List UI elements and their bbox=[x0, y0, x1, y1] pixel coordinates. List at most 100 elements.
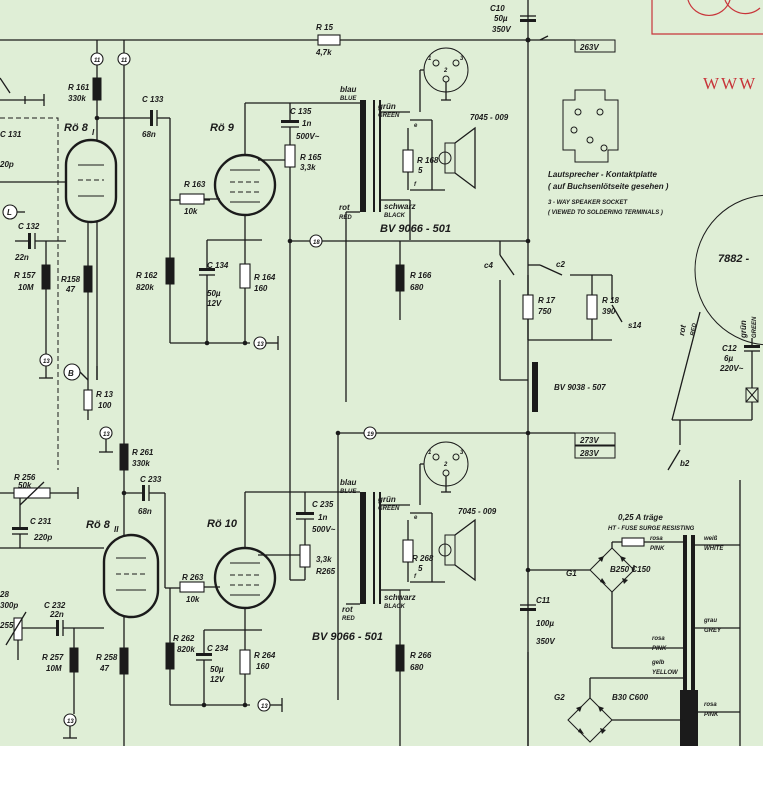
r161-resistor bbox=[92, 77, 102, 101]
svg-text:R 257: R 257 bbox=[42, 653, 64, 662]
svg-text:220V~: 220V~ bbox=[719, 364, 744, 373]
bridge-rectifier-g1 bbox=[589, 547, 635, 593]
tube-ro8-2 bbox=[102, 533, 160, 619]
schematic-diagram: WWW R 15 4,7k C10 50µ 350V 263V 11 11 R … bbox=[0, 0, 763, 746]
svg-text:28: 28 bbox=[0, 590, 9, 599]
supply-rail bbox=[0, 0, 575, 746]
speaker-socket-contact-plate bbox=[562, 89, 619, 163]
r158-resistor bbox=[83, 265, 93, 293]
svg-text:BLACK: BLACK bbox=[384, 604, 406, 610]
svg-text:13: 13 bbox=[103, 432, 110, 438]
r257-resistor bbox=[69, 647, 79, 673]
r164-resistor bbox=[239, 263, 251, 289]
svg-text:B: B bbox=[68, 369, 74, 378]
r18-resistor bbox=[586, 294, 598, 320]
svg-text:283V: 283V bbox=[579, 449, 599, 458]
svg-text:C 235: C 235 bbox=[312, 500, 334, 509]
svg-text:7045 - 009: 7045 - 009 bbox=[470, 113, 509, 122]
svg-text:II: II bbox=[114, 525, 119, 534]
r265-resistor bbox=[299, 544, 311, 568]
svg-text:rot: rot bbox=[339, 203, 350, 212]
svg-text:grün: grün bbox=[377, 495, 396, 504]
svg-text:500V~: 500V~ bbox=[296, 132, 320, 141]
svg-text:11: 11 bbox=[94, 58, 101, 64]
svg-text:11: 11 bbox=[121, 58, 128, 64]
svg-text:e: e bbox=[414, 515, 418, 521]
svg-text:BLUE: BLUE bbox=[340, 96, 357, 102]
r13-resistor bbox=[83, 389, 93, 411]
svg-text:Lautsprecher - Kontaktplatte: Lautsprecher - Kontaktplatte bbox=[548, 170, 657, 179]
svg-text:Rö 8: Rö 8 bbox=[86, 519, 111, 531]
svg-text:rosa: rosa bbox=[704, 702, 717, 708]
svg-text:7045 - 009: 7045 - 009 bbox=[458, 507, 497, 516]
svg-text:50µ: 50µ bbox=[210, 665, 224, 674]
svg-text:Rö 8: Rö 8 bbox=[64, 122, 89, 134]
svg-text:blau: blau bbox=[340, 478, 357, 487]
svg-text:50µ: 50µ bbox=[207, 289, 221, 298]
svg-text:C 131: C 131 bbox=[0, 130, 22, 139]
svg-text:BV 9066 - 501: BV 9066 - 501 bbox=[312, 631, 383, 643]
svg-text:10M: 10M bbox=[46, 664, 62, 673]
svg-text:R 18: R 18 bbox=[602, 296, 619, 305]
svg-text:grau: grau bbox=[703, 618, 717, 624]
svg-text:R 266: R 266 bbox=[410, 651, 432, 660]
svg-text:RED: RED bbox=[339, 215, 352, 221]
svg-text:500V~: 500V~ bbox=[312, 525, 336, 534]
mains-transformer bbox=[680, 535, 698, 746]
svg-text:0,25 A träge: 0,25 A träge bbox=[618, 513, 663, 522]
svg-text:22n: 22n bbox=[14, 253, 29, 262]
svg-text:R 165: R 165 bbox=[300, 153, 322, 162]
svg-text:1n: 1n bbox=[318, 513, 327, 522]
svg-text:schwarz: schwarz bbox=[384, 202, 416, 211]
svg-text:RED: RED bbox=[690, 322, 698, 336]
svg-text:22n: 22n bbox=[49, 610, 64, 619]
svg-text:160: 160 bbox=[254, 284, 268, 293]
r264-resistor bbox=[239, 649, 251, 675]
svg-text:G2: G2 bbox=[554, 693, 565, 702]
r162-resistor bbox=[165, 257, 175, 285]
svg-text:50k: 50k bbox=[18, 481, 32, 490]
svg-text:10k: 10k bbox=[186, 595, 200, 604]
speaker-2 bbox=[438, 518, 476, 582]
svg-text:weiß: weiß bbox=[704, 536, 718, 542]
svg-text:BV 9066 - 501: BV 9066 - 501 bbox=[380, 223, 451, 235]
svg-text:13: 13 bbox=[257, 342, 264, 348]
svg-text:( VIEWED TO SOLDERING TERMINAL: ( VIEWED TO SOLDERING TERMINALS ) bbox=[548, 210, 663, 216]
svg-text:2: 2 bbox=[443, 68, 448, 74]
svg-text:R 166: R 166 bbox=[410, 271, 432, 280]
svg-text:c4: c4 bbox=[484, 261, 493, 270]
schematic-sheet: WWW R 15 4,7k C10 50µ 350V 263V 11 11 R … bbox=[0, 0, 763, 746]
r15-value: 4,7k bbox=[315, 48, 332, 57]
svg-text:HT - FUSE SURGE RESISTING: HT - FUSE SURGE RESISTING bbox=[608, 526, 695, 532]
c10-value-volt: 350V bbox=[492, 25, 511, 34]
svg-text:YELLOW: YELLOW bbox=[652, 670, 679, 676]
svg-text:R 264: R 264 bbox=[254, 651, 276, 660]
r266-resistor bbox=[395, 644, 405, 672]
output-transformer-1 bbox=[345, 100, 411, 402]
svg-text:5: 5 bbox=[418, 564, 423, 573]
svg-text:680: 680 bbox=[410, 663, 424, 672]
svg-text:BLUE: BLUE bbox=[340, 489, 357, 495]
svg-text:10M: 10M bbox=[18, 283, 34, 292]
svg-text:1: 1 bbox=[428, 56, 432, 62]
svg-text:s14: s14 bbox=[628, 321, 642, 330]
svg-text:68n: 68n bbox=[142, 130, 156, 139]
svg-text:R 162: R 162 bbox=[136, 271, 158, 280]
svg-text:RED: RED bbox=[342, 616, 355, 622]
svg-text:390: 390 bbox=[602, 307, 616, 316]
svg-text:R 164: R 164 bbox=[254, 273, 276, 282]
svg-text:BLACK: BLACK bbox=[384, 213, 406, 219]
svg-text:c2: c2 bbox=[556, 260, 565, 269]
svg-text:R 168: R 168 bbox=[417, 156, 439, 165]
v263-label: 263V bbox=[579, 43, 599, 52]
svg-text:C 231: C 231 bbox=[30, 517, 52, 526]
svg-text:7882 -: 7882 - bbox=[718, 253, 750, 265]
svg-text:13: 13 bbox=[261, 704, 268, 710]
svg-text:PINK: PINK bbox=[652, 646, 667, 652]
svg-text:68n: 68n bbox=[138, 507, 152, 516]
svg-text:220p: 220p bbox=[33, 533, 52, 542]
r166-resistor bbox=[395, 264, 405, 292]
r163-resistor bbox=[179, 193, 205, 205]
svg-text:R 258: R 258 bbox=[96, 653, 118, 662]
svg-text:f: f bbox=[414, 182, 417, 188]
